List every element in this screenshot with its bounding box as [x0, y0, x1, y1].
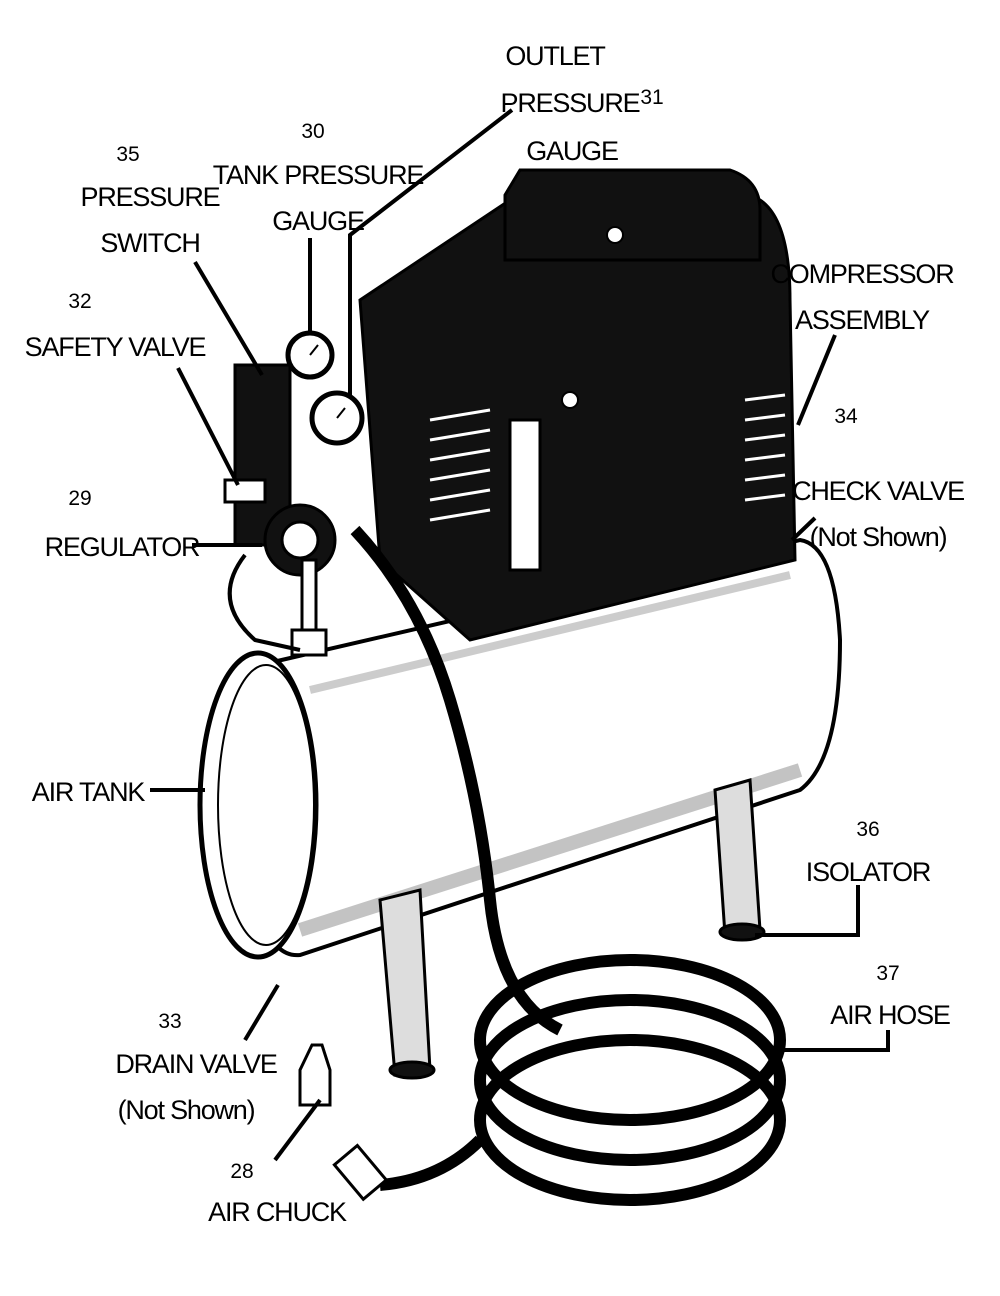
- label-text: PRESSURE: [81, 182, 220, 212]
- leader-lines: [150, 108, 890, 1162]
- label-drain-valve: 33 DRAIN VALVE (Not Shown): [115, 1010, 278, 1125]
- tank-foot-front: [378, 888, 432, 1077]
- label-text: COMPRESSOR: [770, 259, 954, 289]
- label-check-valve: 34 CHECK VALVE (Not Shown): [792, 405, 965, 552]
- air-hose-line: [350, 525, 563, 1036]
- label-text: AIR HOSE: [830, 1000, 950, 1030]
- label-air-hose: 37 AIR HOSE: [830, 962, 951, 1030]
- label-text: AIR CHUCK: [208, 1197, 347, 1227]
- label-regulator: 29 REGULATOR: [45, 487, 202, 562]
- label-text: ASSEMBLY: [795, 305, 930, 335]
- part-number: 37: [876, 962, 899, 985]
- label-isolator: 36 ISOLATOR: [806, 818, 932, 887]
- compressor-shroud: [358, 198, 797, 642]
- label-text: OUTLET: [505, 41, 605, 71]
- label-text: AIR TANK: [32, 777, 146, 807]
- label-text: (Not Shown): [118, 1095, 255, 1125]
- label-outlet-pressure-gauge: OUTLET PRESSURE 31 GAUGE: [501, 41, 664, 166]
- label-compressor-assembly: COMPRESSOR ASSEMBLY: [770, 259, 955, 335]
- part-number: 31: [640, 86, 663, 109]
- air-hose-coils: [474, 954, 786, 1206]
- label-tank-pressure-gauge: 30 TANK PRESSURE GAUGE: [213, 120, 425, 236]
- safety-valve: [223, 478, 267, 504]
- label-air-chuck: 28 AIR CHUCK: [208, 1160, 348, 1227]
- part-number: 36: [856, 818, 879, 841]
- label-text: SWITCH: [100, 228, 199, 258]
- label-text: REGULATOR: [45, 532, 200, 562]
- hose-fitting: [332, 1143, 389, 1202]
- part-number: 34: [834, 405, 858, 428]
- label-text: GAUGE: [526, 136, 618, 166]
- label-text: DRAIN VALVE: [115, 1049, 277, 1079]
- label-safety-valve: 32 SAFETY VALVE: [25, 290, 207, 362]
- label-text: CHECK VALVE: [792, 476, 964, 506]
- compressor-illustration: [197, 168, 843, 1206]
- part-number: 28: [230, 1160, 253, 1183]
- label-text: GAUGE: [272, 206, 364, 236]
- part-number: 33: [158, 1010, 181, 1033]
- part-number: 30: [301, 120, 324, 143]
- part-number: 35: [116, 143, 139, 166]
- label-text: TANK PRESSURE: [213, 160, 424, 190]
- label-text: PRESSURE: [501, 88, 640, 118]
- part-number: 29: [68, 487, 91, 510]
- label-text: (Not Shown): [810, 522, 947, 552]
- label-pressure-switch: 35 PRESSURE SWITCH: [81, 143, 221, 258]
- label-text: ISOLATOR: [806, 857, 931, 887]
- label-text: SAFETY VALVE: [25, 332, 206, 362]
- air-tank-end-cap: [197, 650, 319, 960]
- air-chuck: [298, 1043, 332, 1107]
- part-number: 32: [68, 290, 91, 313]
- label-air-tank: AIR TANK: [32, 777, 147, 807]
